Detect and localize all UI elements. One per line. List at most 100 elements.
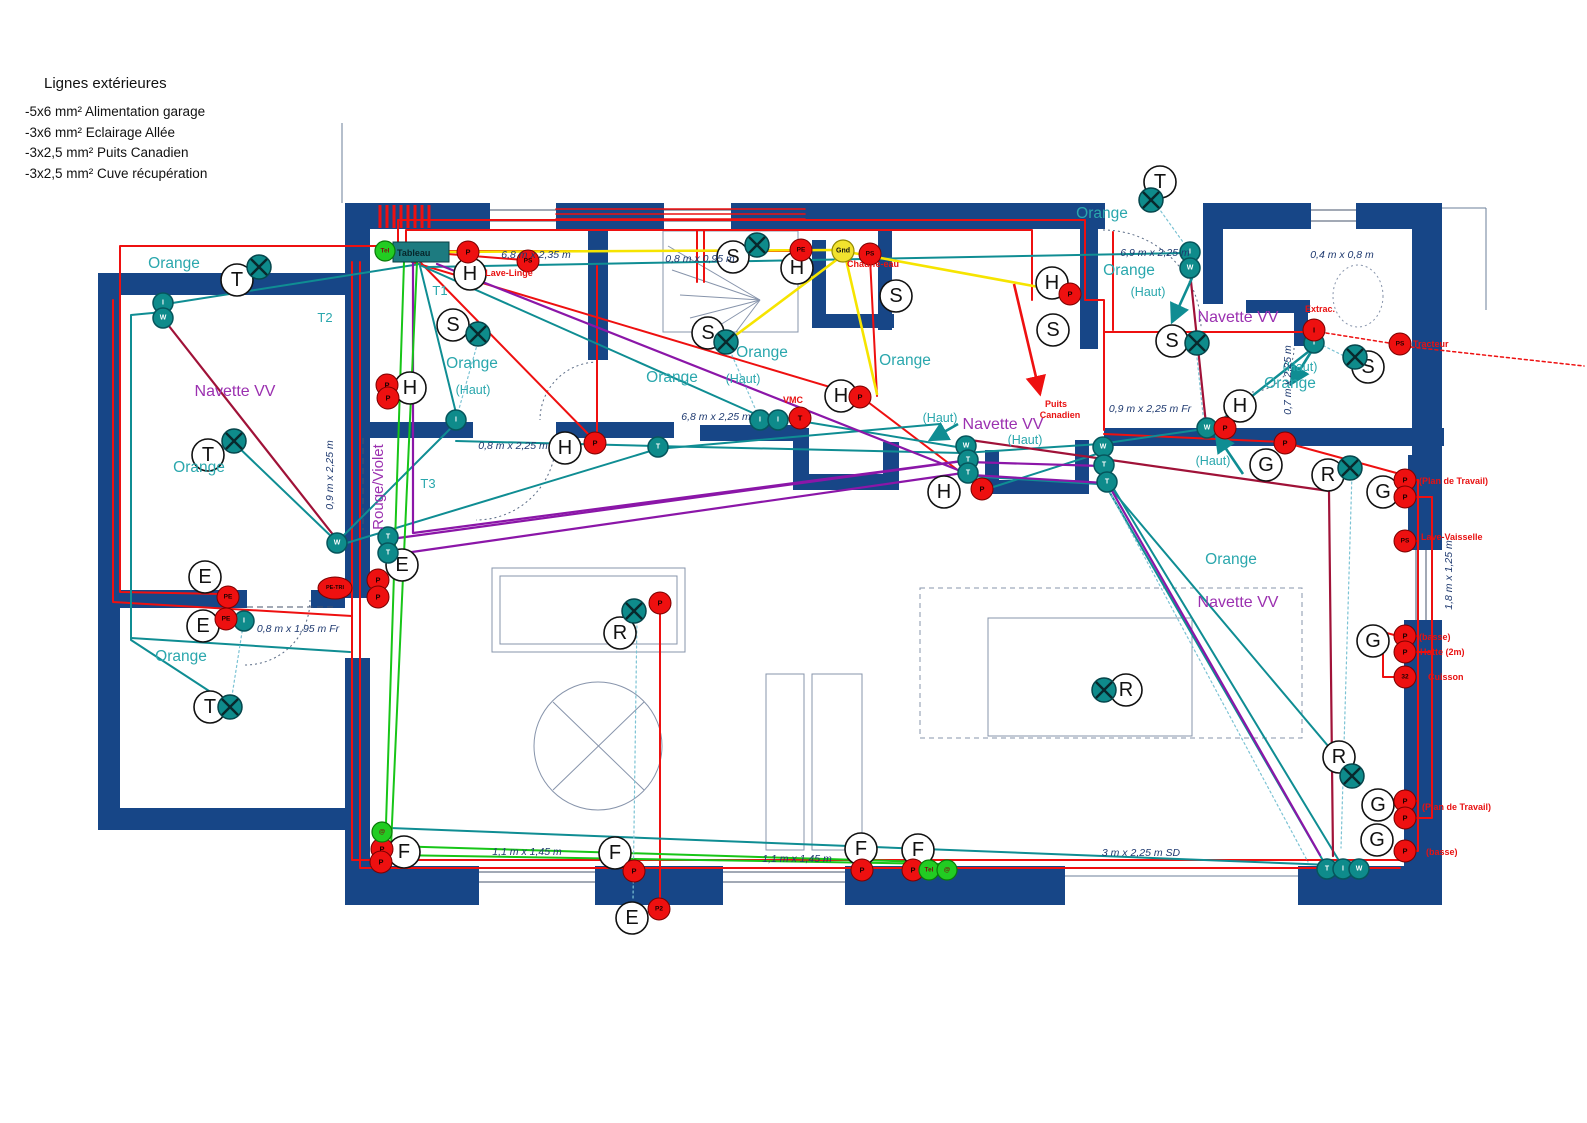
- circuit-label: T2: [317, 310, 332, 325]
- outlet-p-label: P: [859, 866, 864, 875]
- outlet-p: [848, 385, 872, 409]
- symbol-g: [1249, 448, 1283, 482]
- connector-t-label: T: [656, 444, 661, 451]
- connector-t: [647, 436, 669, 458]
- socket-tel-label: Tel: [925, 867, 934, 874]
- room-label: Orange: [446, 355, 498, 372]
- height-note: (Haut): [1196, 454, 1231, 468]
- wire-purple: [435, 262, 965, 474]
- wall-segment: [98, 273, 120, 830]
- room-label: Orange: [1205, 551, 1257, 568]
- wall-segment: [1075, 440, 1089, 494]
- wall-segment: [345, 866, 479, 905]
- outlet-p-label: P: [465, 248, 470, 257]
- symbol-h: [927, 475, 961, 509]
- symbol-h-label: H: [558, 437, 572, 459]
- furniture-line: [671, 269, 761, 301]
- outlet-ps-label: PS: [524, 258, 533, 265]
- symbol-e: [615, 901, 649, 935]
- connector-t-label: T: [1312, 340, 1317, 347]
- wire-red: [1382, 631, 1399, 678]
- ceiling-light-icon: [717, 333, 735, 351]
- outlet-p2-label: P2: [655, 906, 663, 913]
- dimension-label: 0,7 m x 2,25 m: [1282, 345, 1294, 415]
- ceiling-light-icon: [1188, 334, 1206, 352]
- outlet-p: [1393, 640, 1417, 664]
- wire-red: [359, 261, 1401, 869]
- outlet-ps: [858, 242, 882, 266]
- outlet-p-label: P: [1402, 476, 1407, 485]
- connector-i-label: I: [777, 417, 779, 424]
- symbol-s-label: S: [701, 322, 714, 344]
- legend-item: -3x2,5 mm² Cuve récupération: [25, 165, 208, 181]
- socket-data-label: @: [944, 867, 950, 874]
- outlet-pe-tri: [317, 576, 353, 600]
- outlet-p-label: P: [657, 599, 662, 608]
- height-note: (Haut): [1008, 433, 1043, 447]
- door-swing-arc: [244, 599, 311, 666]
- ceiling-light-icon: [221, 698, 239, 716]
- symbol-g: [1361, 788, 1395, 822]
- wire-yellow: [846, 250, 1068, 294]
- wire-teal: [799, 420, 964, 449]
- symbol-g-label: G: [1258, 454, 1274, 476]
- symbol-r-label: R: [1321, 464, 1335, 486]
- wire-teal: [1207, 346, 1315, 432]
- outlet-p: [1393, 485, 1417, 509]
- device-label: Hotte (2m): [1420, 647, 1465, 657]
- outlet-p-label: P: [631, 867, 636, 876]
- outlet-pe-tri-label: PE-TRI: [326, 585, 345, 591]
- wire-ltblue: [632, 615, 638, 901]
- connector-w: [326, 532, 348, 554]
- symbol-t-label: T: [231, 269, 243, 291]
- outlet-p: [648, 591, 672, 615]
- connector-w-label: W: [1204, 425, 1211, 432]
- room-label: Orange: [646, 369, 698, 386]
- symbol-r: [603, 616, 637, 650]
- room-label: Orange: [155, 648, 207, 665]
- furniture-outline: [919, 587, 1303, 739]
- wire-red: [1409, 496, 1433, 819]
- wire-purple: [969, 473, 1107, 485]
- connector-i-label: I: [162, 300, 164, 307]
- outlet-p-label: P: [1282, 439, 1287, 448]
- outlet-t: [788, 406, 812, 430]
- symbol-s-label: S: [1165, 330, 1178, 352]
- room-label: Orange: [1076, 205, 1128, 222]
- wire-teal: [233, 442, 337, 542]
- symbol-s-label: S: [726, 246, 739, 268]
- legend-items: -5x6 mm² Alimentation garage-3x6 mm² Ecl…: [25, 102, 207, 184]
- outlet-p2: [647, 897, 671, 921]
- dimension-label: 0,8 m x 2,25 m: [478, 440, 548, 452]
- outlet-p-label: P: [910, 866, 915, 875]
- outlet-p-label: P: [1222, 424, 1227, 433]
- connector-w-label: W: [1356, 866, 1363, 873]
- symbol-e-label: E: [625, 907, 638, 929]
- connector-w-label: W: [963, 443, 970, 450]
- connector-t-label: T: [1105, 479, 1110, 486]
- outlet-p-label: P: [379, 845, 384, 854]
- outlet-i: [1302, 318, 1326, 342]
- wall-segment: [1404, 620, 1442, 905]
- wall-segment: [700, 425, 796, 441]
- outlet-p-label: P: [375, 576, 380, 585]
- wire-ltblue: [1106, 486, 1309, 863]
- wire-red: [1410, 346, 1585, 367]
- furniture-line: [552, 701, 645, 791]
- wire-maroon: [163, 319, 340, 543]
- wire-purple: [966, 460, 1104, 468]
- connector-t: [377, 542, 399, 564]
- wire-purple: [389, 459, 965, 541]
- outlet-p: [1393, 839, 1417, 863]
- wire-teal: [1111, 485, 1342, 865]
- room-label: Orange: [736, 344, 788, 361]
- symbol-h: [548, 431, 582, 465]
- connector-t-label: T: [386, 550, 391, 557]
- symbol-h-label: H: [403, 377, 417, 399]
- door-swing-arc: [539, 361, 599, 421]
- ceiling-light-icon: [225, 432, 243, 450]
- symbol-t: [191, 438, 225, 472]
- socket-tel: [374, 240, 396, 262]
- outlet-p: [1213, 416, 1237, 440]
- furniture-outline: [987, 617, 1193, 737]
